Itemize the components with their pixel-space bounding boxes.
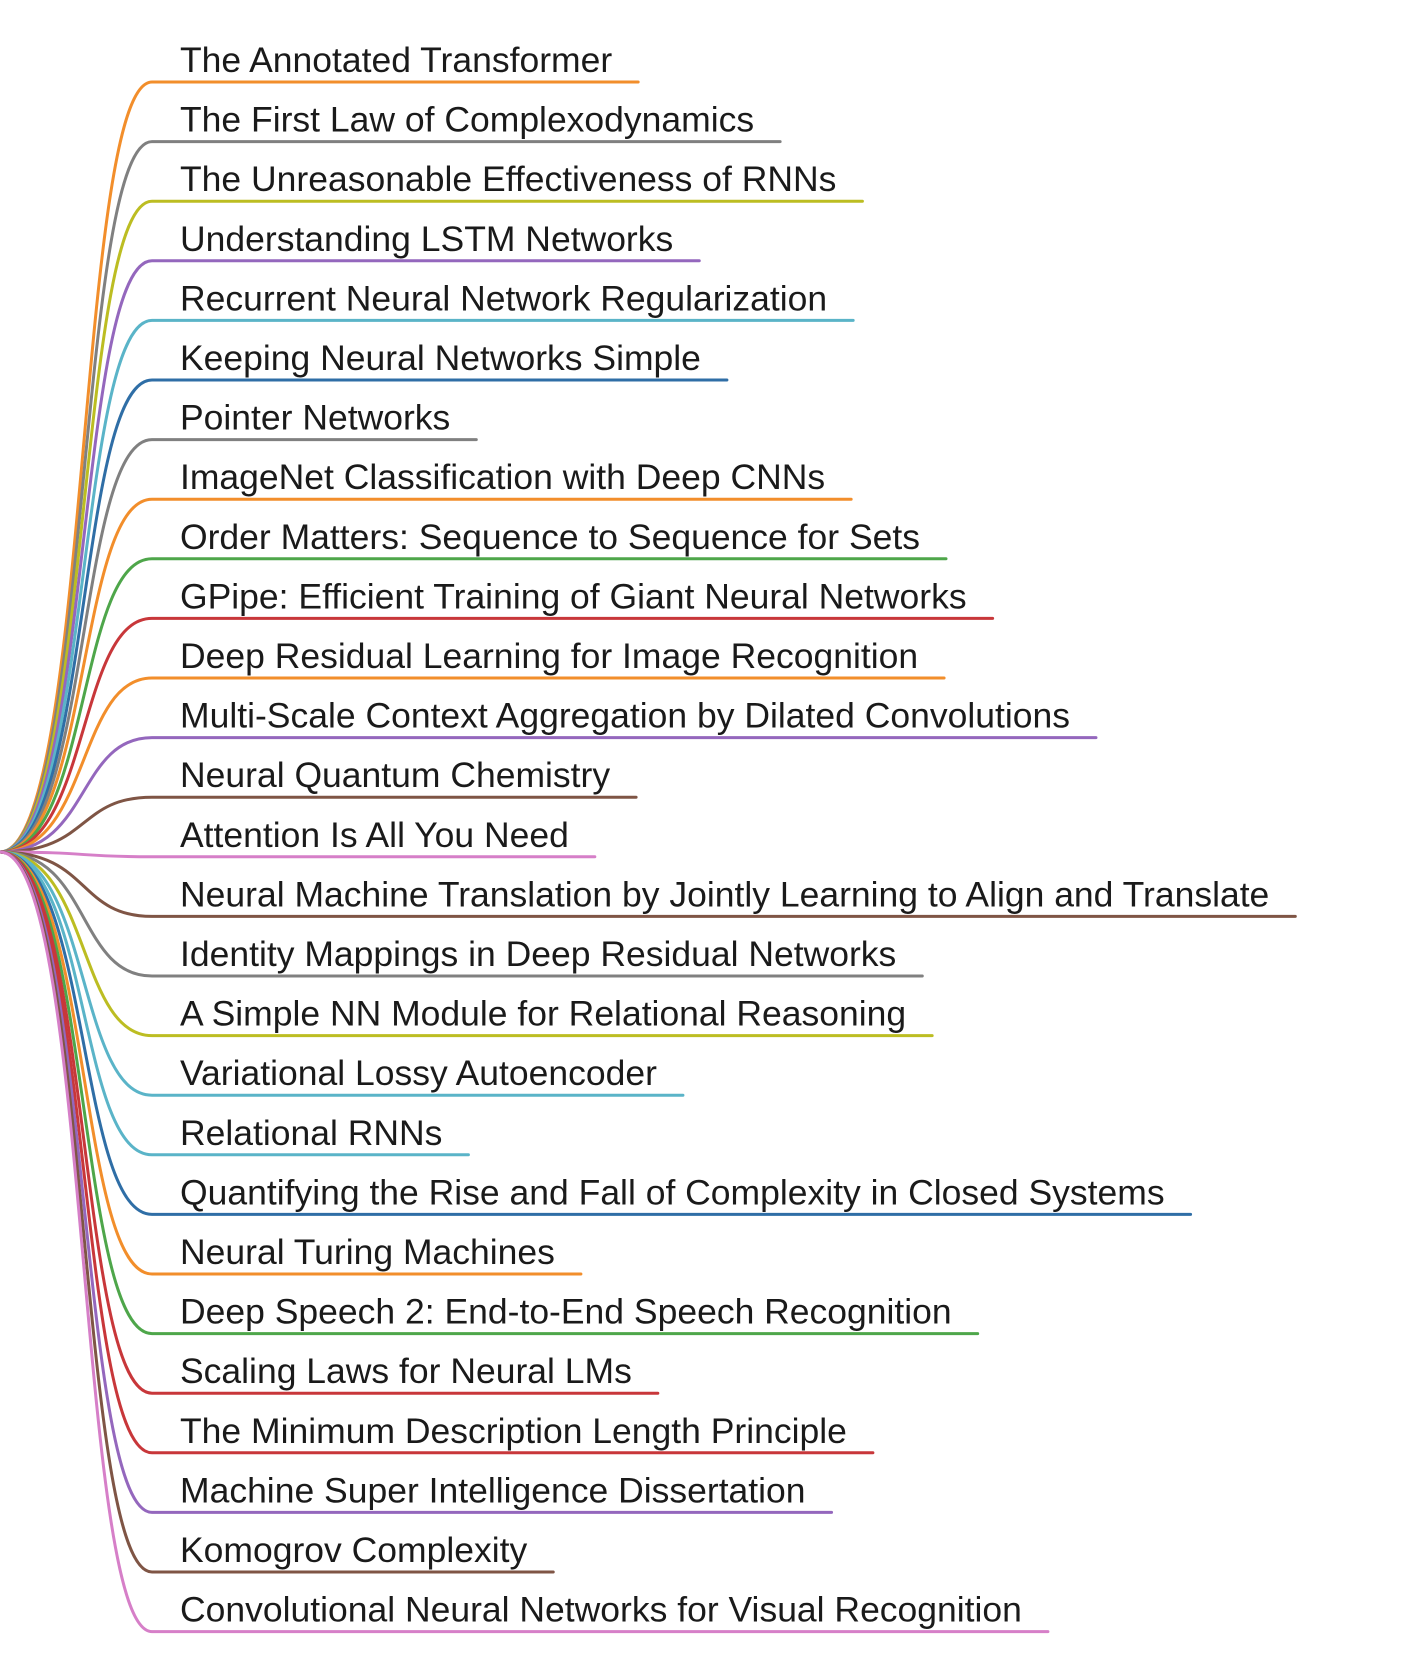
branch-label: Keeping Neural Networks Simple: [180, 338, 701, 378]
branch-label: The Unreasonable Effectiveness of RNNs: [180, 159, 836, 199]
branch-label: GPipe: Efficient Training of Giant Neura…: [180, 576, 967, 616]
branch-label: Machine Super Intelligence Dissertation: [180, 1470, 806, 1510]
branch-connector: [0, 676, 946, 854]
branch-label: A Simple NN Module for Relational Reason…: [180, 994, 906, 1034]
branch-label: Order Matters: Sequence to Sequence for …: [180, 517, 920, 557]
branch-label: Identity Mappings in Deep Residual Netwo…: [180, 934, 896, 974]
branch-label: Neural Turing Machines: [180, 1232, 555, 1272]
branch-connector: [0, 259, 701, 854]
branch-connector: [0, 850, 597, 859]
branch-label: Understanding LSTM Networks: [180, 219, 673, 259]
branch-label: The Annotated Transformer: [180, 40, 612, 80]
branch-connector: [0, 850, 1050, 1634]
branch-connector: [0, 850, 924, 978]
branch-connector: [0, 616, 995, 854]
branch-label: Variational Lossy Autoencoder: [180, 1053, 657, 1093]
branch-label: Convolutional Neural Networks for Visual…: [180, 1590, 1022, 1630]
branch-connector: [0, 497, 853, 854]
branch-label: Neural Quantum Chemistry: [180, 755, 610, 795]
branch-connector: [0, 850, 1193, 1216]
branch-label: Attention Is All You Need: [180, 815, 569, 855]
branch-connector: [0, 850, 583, 1276]
branch-connector: [0, 795, 638, 854]
branch-label: Relational RNNs: [180, 1113, 442, 1153]
branch-label: Scaling Laws for Neural LMs: [180, 1351, 632, 1391]
branch-label: Multi-Scale Context Aggregation by Dilat…: [180, 696, 1070, 736]
branch-connector: [0, 378, 729, 854]
branch-connector: [0, 850, 934, 1038]
branch-connector: [0, 557, 948, 854]
branch-connector: [0, 850, 1297, 918]
branch-label: ImageNet Classification with Deep CNNs: [180, 457, 825, 497]
branch-label: Deep Speech 2: End-to-End Speech Recogni…: [180, 1292, 952, 1332]
branch-label: Quantifying the Rise and Fall of Complex…: [180, 1172, 1165, 1212]
branch-connector: [0, 438, 478, 854]
branch-label: Neural Machine Translation by Jointly Le…: [180, 874, 1269, 914]
branch-label: The First Law of Complexodynamics: [180, 100, 754, 140]
branch-label: Deep Residual Learning for Image Recogni…: [180, 636, 918, 676]
branch-connector: [0, 850, 470, 1157]
branch-label: Komogrov Complexity: [180, 1530, 527, 1570]
branch-label: Recurrent Neural Network Regularization: [180, 278, 827, 318]
branch-label: The Minimum Description Length Principle: [180, 1411, 847, 1451]
branch-connector: [0, 318, 855, 854]
branch-connector: [0, 850, 685, 1097]
branch-label: Pointer Networks: [180, 398, 450, 438]
branch-connector: [0, 736, 1098, 854]
